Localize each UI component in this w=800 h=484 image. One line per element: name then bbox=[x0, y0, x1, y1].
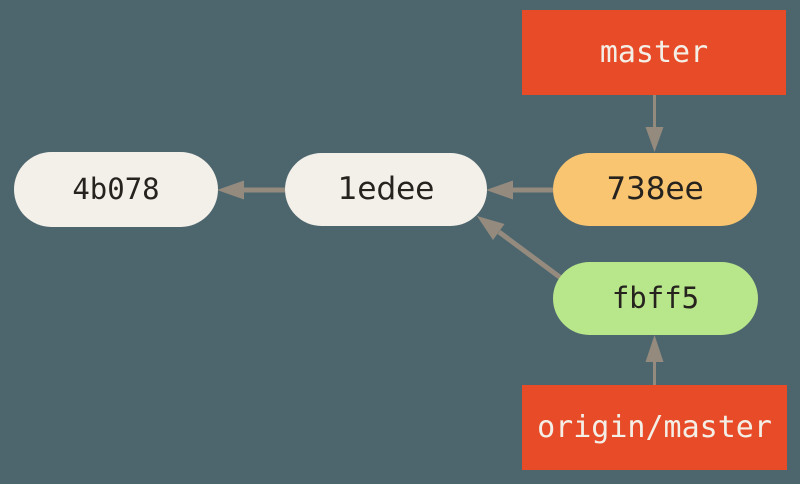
arrowhead-left-icon bbox=[486, 180, 513, 200]
commit-node-fbff5: fbff5 bbox=[553, 262, 758, 335]
arrow-738ee-to-1edee bbox=[486, 180, 553, 200]
arrowhead-down-icon bbox=[645, 127, 664, 152]
arrowhead-left-icon bbox=[217, 180, 244, 200]
commit-node-1edee: 1edee bbox=[285, 153, 487, 226]
arrowhead-diagonal-icon bbox=[477, 216, 505, 240]
commit-hash-label: fbff5 bbox=[611, 281, 700, 315]
commit-hash-label: 738ee bbox=[606, 171, 704, 207]
arrowhead-up-icon bbox=[645, 335, 664, 362]
commit-node-4b078: 4b078 bbox=[14, 152, 218, 227]
commit-node-738ee: 738ee bbox=[553, 153, 757, 226]
arrow-shaft bbox=[497, 229, 563, 281]
remote-ref-label: origin/master bbox=[537, 409, 772, 445]
arrow-master-to-738ee bbox=[645, 95, 664, 152]
remote-ref-origin-master: origin/master bbox=[522, 385, 787, 470]
branch-ref-master: master bbox=[522, 10, 786, 95]
arrow-origin-master-to-fbff5 bbox=[645, 335, 664, 386]
commit-hash-label: 1edee bbox=[337, 171, 435, 207]
branch-ref-label: master bbox=[599, 34, 709, 70]
commit-hash-label: 4b078 bbox=[72, 172, 160, 206]
arrow-1edee-to-4b078 bbox=[217, 180, 285, 200]
arrow-fbff5-to-1edee bbox=[477, 216, 563, 281]
